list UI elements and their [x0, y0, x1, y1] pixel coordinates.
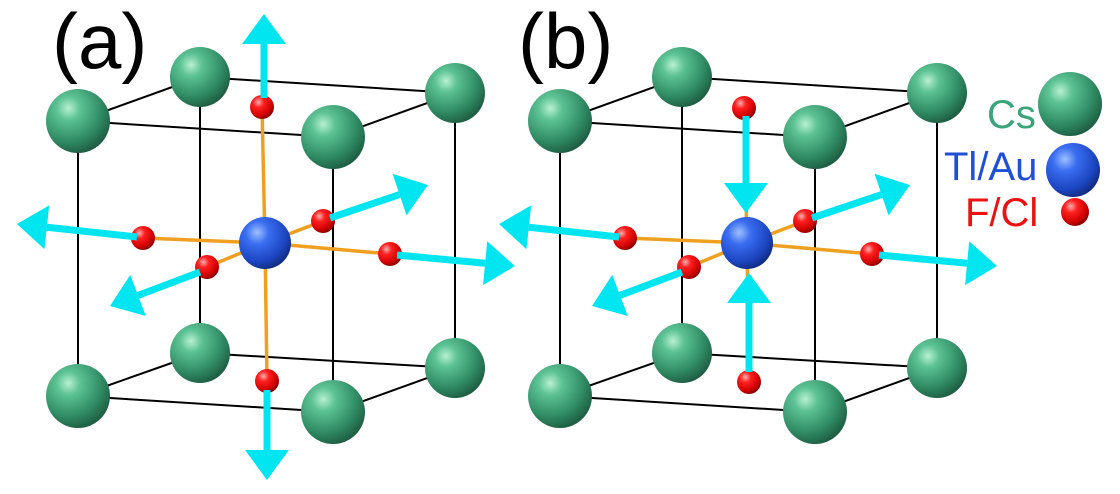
anion-atom	[195, 255, 219, 279]
arrow-front	[110, 268, 202, 316]
cs-atom	[907, 63, 967, 123]
arrow-back	[810, 173, 910, 222]
cs-atom	[528, 89, 592, 153]
cs-atom	[783, 380, 847, 444]
cs-atom	[783, 105, 847, 169]
cs-atom	[425, 63, 485, 123]
cs-atom	[652, 47, 712, 107]
panel-a-label: (a)	[52, 0, 147, 85]
arrow-right	[878, 241, 997, 286]
cell-edge	[681, 352, 938, 369]
legend: Cs Tl/Au F/Cl	[944, 72, 1102, 235]
anion-atom	[378, 242, 402, 266]
anion-atom	[732, 96, 756, 120]
center-atom	[721, 217, 773, 269]
cell-edge	[199, 352, 456, 369]
legend-fcl-sphere	[1061, 198, 1089, 226]
arrow-bottom	[245, 390, 289, 480]
cell-edge	[199, 76, 456, 94]
anion-atom	[737, 370, 761, 394]
cs-atom	[301, 380, 365, 444]
cs-atom	[425, 338, 485, 398]
cs-atom	[46, 89, 110, 153]
center-atom	[239, 217, 291, 269]
panel-b	[499, 47, 997, 444]
panel-b-label: (b)	[518, 0, 613, 85]
arrow-top	[724, 116, 768, 213]
cell-edge	[77, 395, 334, 413]
arrow-left	[499, 205, 620, 250]
anion-atom	[250, 95, 274, 119]
cell-edge	[559, 120, 816, 138]
cs-atom	[301, 105, 365, 169]
cs-atom	[907, 338, 967, 398]
cs-atom	[170, 47, 230, 107]
arrow-back	[328, 173, 428, 222]
cs-atom	[652, 323, 712, 383]
legend-cs-sphere	[1038, 72, 1102, 136]
legend-tlau-sphere	[1046, 143, 1100, 197]
panel-a	[17, 14, 515, 480]
anion-atom	[677, 255, 701, 279]
arrow-right	[396, 241, 515, 286]
anion-atom	[131, 226, 155, 250]
cs-atom	[528, 364, 592, 428]
cell-edge	[77, 120, 334, 138]
legend-label-tlau: Tl/Au	[944, 145, 1037, 189]
anion-atom	[860, 242, 884, 266]
arrow-front	[592, 268, 684, 316]
anion-atom	[613, 226, 637, 250]
cs-atom	[170, 323, 230, 383]
arrow-bottom	[727, 273, 771, 372]
cell-edge	[681, 76, 938, 94]
cs-atom	[46, 364, 110, 428]
arrow-left	[17, 205, 138, 250]
anion-atom	[255, 369, 279, 393]
legend-label-fcl: F/Cl	[965, 191, 1038, 235]
cell-edge	[559, 395, 816, 413]
legend-label-cs: Cs	[987, 93, 1036, 137]
arrow-top	[242, 14, 286, 98]
